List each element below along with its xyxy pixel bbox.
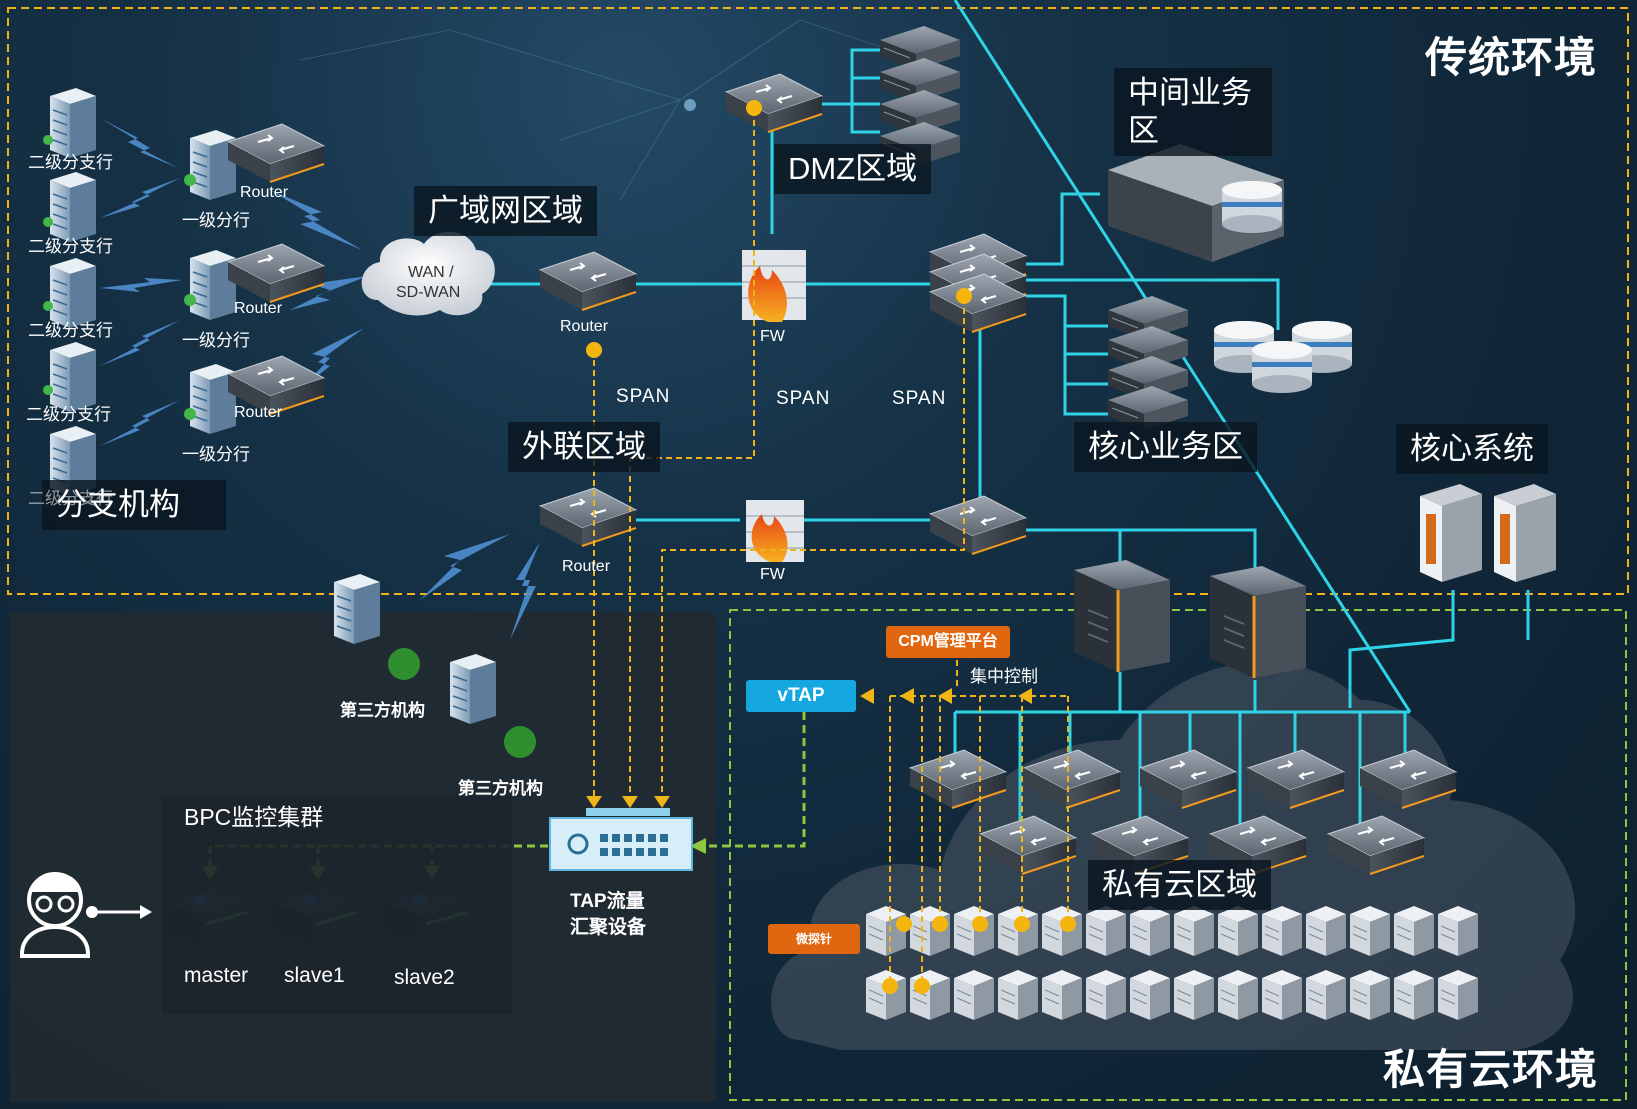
bpc-cluster-title: BPC监控集群 [184,804,324,830]
wan-cloud-label-line2: SD-WAN [396,284,461,301]
cloud-server [909,905,951,957]
bpc-node-master-label: master [184,964,249,987]
cloud-server [865,969,907,1021]
traditional-environment-title: 传统环境 [1425,34,1598,81]
branch-routers [227,123,325,415]
external-switch-icon [929,495,1027,555]
central-control-label: 集中控制 [970,667,1038,686]
cyan-links [480,0,1530,825]
private-cloud-environment-title: 私有云环境 [1383,1046,1599,1093]
external-router-icon [539,487,637,547]
secondary-branch-label: 二级分支行 [28,237,113,256]
wan-router-icon [539,251,637,311]
third-party-buildings [333,573,536,758]
core-system-zone-label: 核心系统 [1396,424,1548,474]
wan-zone-label: 广域网区域 [414,186,597,236]
cloud-server [1349,969,1391,1021]
cloud-server [1129,905,1171,957]
cloud-server [1437,969,1479,1021]
firewall-bottom-label: FW [760,566,785,583]
cloud-server [1393,969,1435,1021]
secondary-branch-label: 二级分支行 [28,153,113,172]
wan-cloud-icon [361,231,495,316]
middle-business-servers [1108,144,1284,262]
dmz-zone-label: DMZ区域 [774,144,932,194]
tap-aggregation-device-icon [549,808,693,871]
third-party-label: 第三方机构 [458,779,543,798]
span-arrows [586,688,1032,808]
primary-branch-label: 一级分行 [182,331,250,350]
firewall-top-label: FW [760,328,785,345]
bpc-node-slave2-label: slave2 [394,966,455,989]
background-network-pattern [299,19,951,201]
cloud-server [997,905,1039,957]
middle-business-zone-label: 中间业务 区 [1114,68,1272,156]
core-system-racks [1420,484,1556,582]
cpm-platform-badge: CPM管理平台 [886,626,1010,658]
external-router-label: Router [562,558,611,575]
cloud-server [1041,905,1083,957]
cloud-server [1217,905,1259,957]
span-label: SPAN [892,388,947,409]
span-mirror-links [593,110,1069,992]
bpc-cluster-panel: BPC监控集群 [162,796,512,1014]
tap-label-line1: TAP流量 [570,891,645,912]
vtap-badge: vTAP [746,680,856,712]
span-label: SPAN [616,386,671,407]
cloud-server [1085,905,1127,957]
branch-router-label: Router [240,184,289,201]
cloud-server [1261,905,1303,957]
branch-router-label: Router [234,300,283,317]
operator-avatar-icon [20,872,152,958]
core-business-zone-label: 核心业务区 [1074,422,1257,472]
cloud-server [1305,969,1347,1021]
private-cloud-environment-frame [729,609,1627,1101]
primary-branch-label: 一级分行 [182,211,250,230]
cloud-server [1437,905,1479,957]
dmz-switch-icon [725,73,823,133]
cloud-server [909,969,951,1021]
cloud-server [1085,969,1127,1021]
cloud-server [997,969,1039,1021]
cloud-server [953,969,995,1021]
core-switch-stack [929,233,1027,333]
cloud-server [1041,969,1083,1021]
micro-probe-badge: 微探针 [768,924,860,954]
cloud-server [1393,905,1435,957]
core-business-servers [1107,295,1189,431]
cloud-server [1261,969,1303,1021]
cloud-server [1305,905,1347,957]
cloud-server [865,905,907,957]
cloud-server [1173,905,1215,957]
third-party-label: 第三方机构 [340,701,425,720]
wan-router-label: Router [560,318,609,335]
cloud-core-switches [1072,558,1308,680]
cloud-server [1173,969,1215,1021]
database-cylinders [1214,321,1352,393]
branch-router-label: Router [234,404,283,421]
cloud-server [953,905,995,957]
secondary-branch-label: 二级分支行 [26,405,111,424]
secondary-branch-label: 二级分支行 [28,489,113,508]
external-zone-label: 外联区域 [508,422,660,472]
private-cloud-zone-label: 私有云区域 [1088,860,1271,910]
primary-branch-label: 一级分行 [182,445,250,464]
secondary-branch-label: 二级分支行 [28,321,113,340]
probe-points [586,100,1076,994]
tap-label-line2: 汇聚设备 [570,917,647,938]
cloud-server [1349,905,1391,957]
span-label: SPAN [776,388,831,409]
branch-zone-label: 分支机构 [42,480,226,530]
cloud-server [1217,969,1259,1021]
cloud-server [1129,969,1171,1021]
bpc-node-slave1-label: slave1 [284,964,345,987]
firewall-top-icon [742,250,806,322]
firewall-bottom-icon [746,500,804,562]
traditional-environment-frame [7,7,1629,595]
wan-cloud-label-line1: WAN / [408,264,454,281]
branch-buildings [43,87,237,497]
